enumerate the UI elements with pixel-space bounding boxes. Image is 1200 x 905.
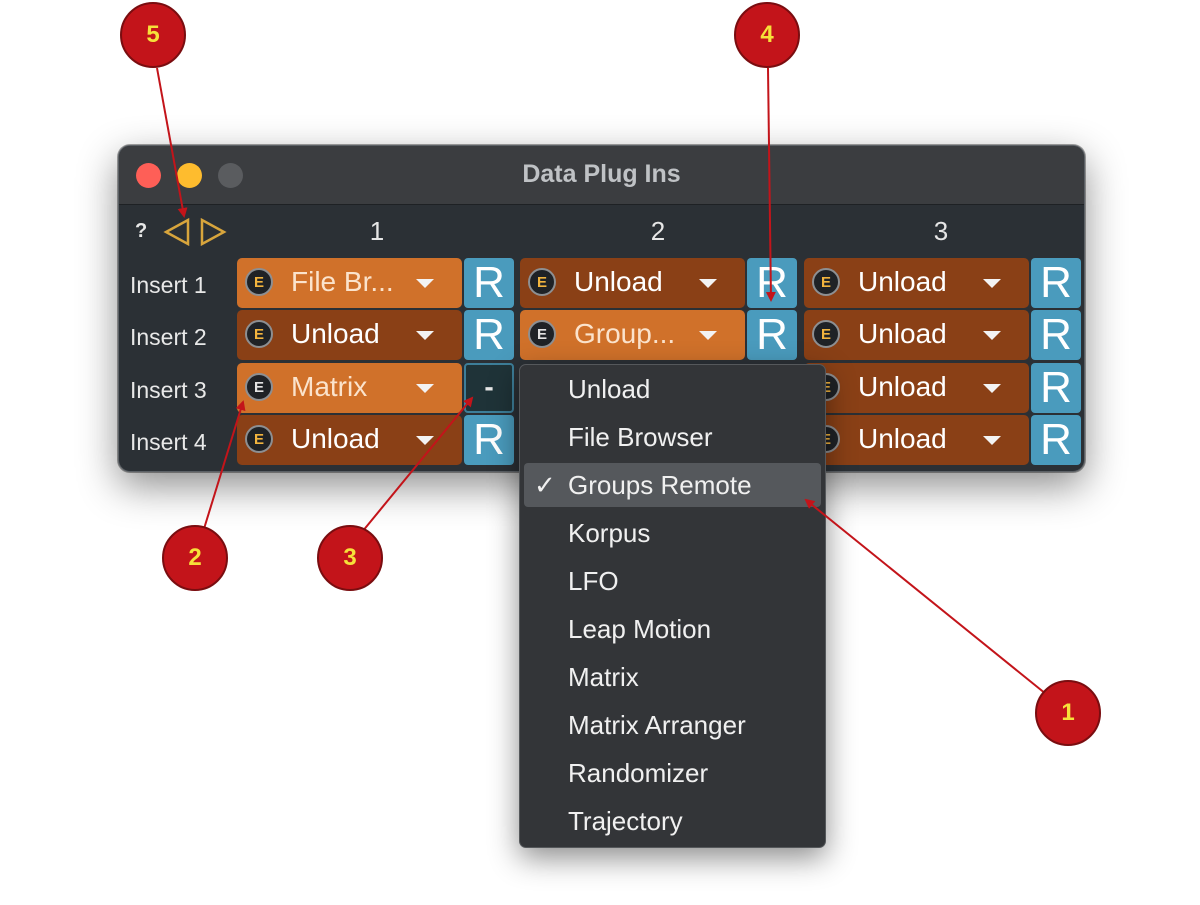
chevron-down-icon — [416, 384, 434, 393]
r-button-1-insert-4[interactable]: R — [464, 415, 514, 465]
help-button[interactable]: ? — [135, 220, 148, 242]
slot-1-insert-4-dropdown[interactable]: E Unload — [237, 415, 462, 465]
edit-badge-icon[interactable]: E — [245, 425, 273, 453]
menu-item-label: Groups Remote — [568, 470, 752, 500]
arrow-1 — [804, 498, 1047, 695]
slot-value: Unload — [858, 423, 947, 454]
slot-3-insert-1-dropdown[interactable]: E Unload — [804, 258, 1029, 308]
row-label-insert-3: Insert 3 — [130, 377, 207, 403]
callout-3: 3 — [317, 525, 383, 591]
minus-button-1-insert-3[interactable]: - — [464, 363, 514, 413]
title-bar: Data Plug Ins — [119, 146, 1084, 205]
slot-value: Group... — [574, 318, 676, 349]
callout-1: 1 — [1035, 680, 1101, 746]
chevron-down-icon — [699, 279, 717, 288]
slot-value: File Br... — [291, 266, 394, 297]
next-page-icon[interactable] — [199, 218, 227, 246]
r-button-2-insert-2[interactable]: R — [747, 310, 797, 360]
menu-item-matrix-arranger[interactable]: Matrix Arranger — [568, 710, 746, 740]
slot-value: Unload — [291, 318, 380, 349]
data-plugins-window: Data Plug Ins ? 1 2 3 Insert 1 Insert 2 … — [118, 145, 1085, 472]
slot-2-insert-2-dropdown[interactable]: E Group... — [520, 310, 745, 360]
chevron-down-icon — [983, 279, 1001, 288]
slot-3-insert-4-dropdown[interactable]: E Unload — [804, 415, 1029, 465]
slot-2-insert-1-dropdown[interactable]: E Unload — [520, 258, 745, 308]
menu-item-trajectory[interactable]: Trajectory — [568, 806, 683, 836]
chevron-down-icon — [983, 436, 1001, 445]
plugin-dropdown-menu: Unload File Browser ✓ Groups Remote Korp… — [519, 364, 826, 848]
row-label-insert-1: Insert 1 — [130, 272, 207, 298]
r-button-3-insert-2[interactable]: R — [1031, 310, 1081, 360]
edit-badge-icon[interactable]: E — [245, 320, 273, 348]
r-button-1-insert-1[interactable]: R — [464, 258, 514, 308]
row-label-insert-4: Insert 4 — [130, 429, 207, 455]
slot-3-insert-2-dropdown[interactable]: E Unload — [804, 310, 1029, 360]
chevron-down-icon — [983, 331, 1001, 340]
slot-value: Unload — [858, 266, 947, 297]
edit-badge-icon[interactable]: E — [812, 268, 840, 296]
chevron-down-icon — [416, 436, 434, 445]
menu-item-randomizer[interactable]: Randomizer — [568, 758, 709, 788]
callout-5: 5 — [120, 2, 186, 68]
slot-3-insert-3-dropdown[interactable]: E Unload — [804, 363, 1029, 413]
window-title: Data Plug Ins — [522, 160, 681, 188]
menu-item-groups-remote[interactable]: ✓ Groups Remote — [524, 463, 821, 507]
slot-1-insert-1-dropdown[interactable]: E File Br... — [237, 258, 462, 308]
row-label-insert-2: Insert 2 — [130, 324, 207, 350]
callout-4: 4 — [734, 2, 800, 68]
chevron-down-icon — [416, 279, 434, 288]
edit-badge-icon[interactable]: E — [528, 268, 556, 296]
edit-badge-icon[interactable]: E — [528, 320, 556, 348]
zoom-window-button[interactable] — [218, 163, 243, 188]
chevron-down-icon — [983, 384, 1001, 393]
checkmark-icon: ✓ — [534, 470, 556, 500]
slot-value: Unload — [291, 423, 380, 454]
menu-item-korpus[interactable]: Korpus — [568, 518, 651, 548]
previous-page-icon[interactable] — [163, 218, 191, 246]
slot-1-insert-2-dropdown[interactable]: E Unload — [237, 310, 462, 360]
slot-value: Unload — [858, 318, 947, 349]
menu-item-file-browser[interactable]: File Browser — [568, 422, 713, 452]
column-header-2: 2 — [650, 216, 666, 246]
menu-item-matrix[interactable]: Matrix — [568, 662, 639, 692]
chevron-down-icon — [416, 331, 434, 340]
column-header-3: 3 — [933, 216, 949, 246]
edit-badge-icon[interactable]: E — [245, 373, 273, 401]
slot-value: Unload — [574, 266, 663, 297]
menu-item-unload[interactable]: Unload — [568, 374, 651, 404]
menu-item-lfo[interactable]: LFO — [568, 566, 619, 596]
chevron-down-icon — [699, 331, 717, 340]
slot-1-insert-3-dropdown[interactable]: E Matrix — [237, 363, 462, 413]
slot-value: Matrix — [291, 371, 368, 402]
r-button-1-insert-2[interactable]: R — [464, 310, 514, 360]
callout-2: 2 — [162, 525, 228, 591]
edit-badge-icon[interactable]: E — [812, 320, 840, 348]
slot-value: Unload — [858, 371, 947, 402]
r-button-3-insert-1[interactable]: R — [1031, 258, 1081, 308]
menu-item-leap-motion[interactable]: Leap Motion — [568, 614, 712, 644]
edit-badge-icon[interactable]: E — [245, 268, 273, 296]
r-button-3-insert-3[interactable]: R — [1031, 363, 1081, 413]
r-button-2-insert-1[interactable]: R — [747, 258, 797, 308]
r-button-3-insert-4[interactable]: R — [1031, 415, 1081, 465]
column-header-1: 1 — [369, 216, 385, 246]
